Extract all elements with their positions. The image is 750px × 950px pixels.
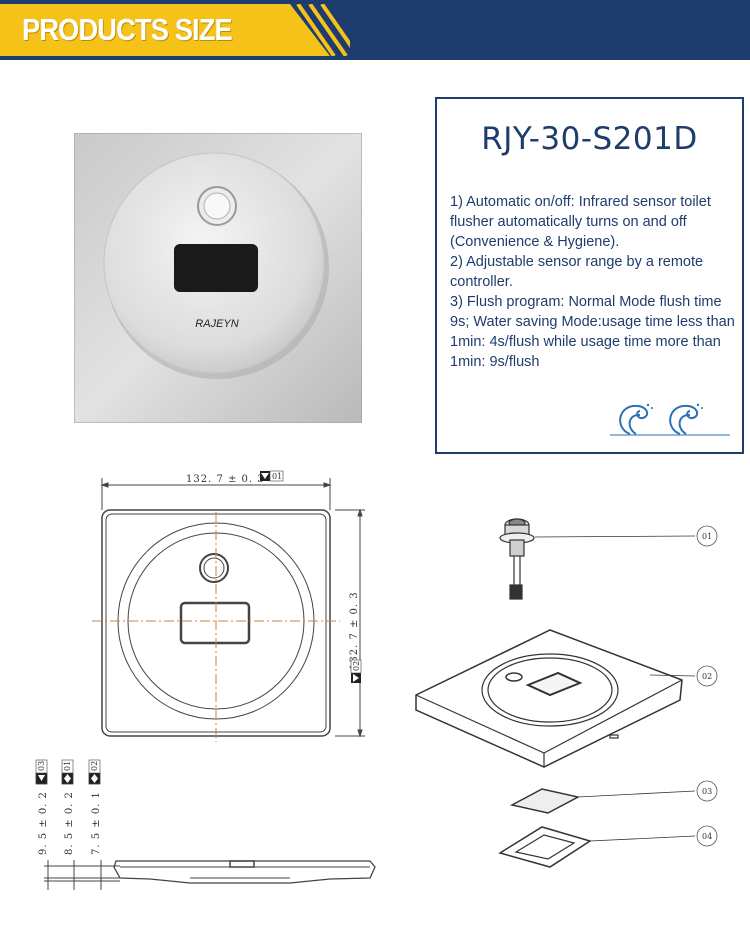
side-ref-tag: 01 (63, 761, 72, 771)
part-callout-01: 01 (702, 532, 712, 541)
banner-stripes-decoration (296, 4, 350, 56)
part-callout-04: 04 (702, 832, 712, 841)
feature-item: 3) Flush program: Normal Mode flush time… (450, 294, 735, 370)
feature-item: 2) Adjustable sensor range by a remote c… (450, 254, 704, 290)
width-dimension-label: 132. 7 ± 0. 3 (186, 474, 265, 485)
info-panel: RJY-30-S201D 1) Automatic on/off: Infrar… (435, 97, 744, 454)
product-photo: RAJEYN (74, 133, 362, 423)
front-view-drawing: 132. 7 ± 0. 3 01 132. 7 ± 0. 3 02 (92, 470, 365, 742)
banner-yellow-band (0, 4, 330, 56)
product-brand-label: RAJEYN (195, 318, 238, 330)
side-view-drawing: 03 01 02 9. 5 ± 0. 2 8. 5 ± 0. 2 7. 5 ± … (35, 759, 376, 890)
side-dimension-label: 9. 5 ± 0. 2 (38, 791, 49, 855)
side-dimension-label: 7. 5 ± 0. 1 (91, 791, 102, 855)
height-ref-tag: 02 (352, 661, 361, 671)
banner-title: PRODUCTS SIZE (22, 12, 233, 47)
width-ref-tag: 01 (272, 472, 282, 481)
feature-list: 1) Automatic on/off: Infrared sensor toi… (450, 192, 740, 372)
side-dimension-label: 8. 5 ± 0. 2 (64, 791, 75, 855)
part-callout-02: 02 (702, 672, 712, 681)
model-title: RJY-30-S201D (481, 121, 698, 157)
side-ref-tag: 02 (90, 761, 99, 771)
side-ref-tag: 03 (37, 761, 46, 771)
part-callout-03: 03 (702, 787, 712, 796)
feature-item: 1) Automatic on/off: Infrared sensor toi… (450, 194, 711, 250)
exploded-parts-view: 01 02 03 04 (415, 518, 718, 868)
height-dimension-label: 132. 7 ± 0. 3 (349, 591, 360, 670)
wave-logo-icon (610, 403, 730, 436)
header-banner: PRODUCTS SIZE (0, 0, 750, 60)
